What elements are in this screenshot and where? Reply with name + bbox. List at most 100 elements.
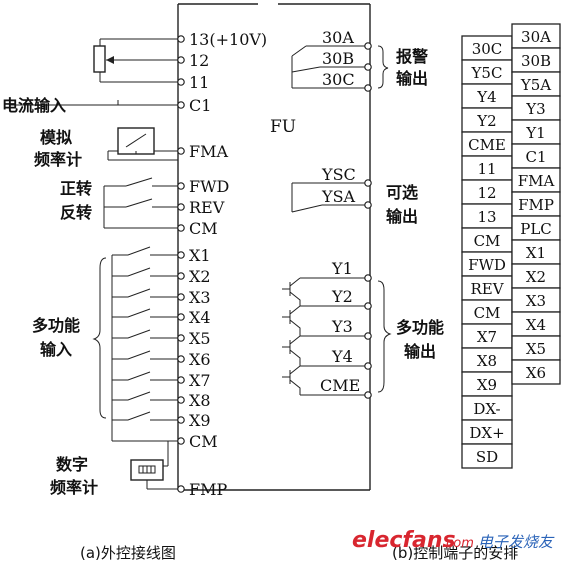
multi-output-brace — [377, 280, 392, 393]
multi-input-switches — [92, 246, 178, 442]
multi-input-brace — [92, 257, 107, 419]
optional-out-label-1: 可选 — [386, 183, 418, 202]
terminal-y1-label: Y1 — [331, 259, 353, 278]
terminal-fma-label: FMA — [189, 142, 228, 161]
table-cell: X1 — [526, 244, 546, 262]
terminal-x3-label: X3 — [189, 288, 211, 307]
left-terminal-block: 13(+10V) 12 11 C1 FMA FWD REV CM X1 X2 X… — [177, 30, 267, 499]
table-cell: Y2 — [476, 112, 496, 130]
terminal-ysc-label: YSC — [321, 165, 356, 184]
terminal-30b-label: 30B — [322, 49, 354, 68]
terminal-x2-label: X2 — [189, 267, 211, 286]
table-cell: Y3 — [525, 100, 545, 118]
terminal-fwd: FWD — [177, 177, 229, 196]
terminal-cm-2: CM — [177, 432, 218, 451]
terminal-x1: X1 — [177, 246, 211, 265]
digital-freq-label-1: 数字 — [56, 455, 88, 474]
potentiometer — [93, 38, 178, 83]
terminal-fwd-label: FWD — [189, 177, 229, 196]
terminal-rev: REV — [177, 198, 225, 217]
table-cell: 12 — [477, 184, 496, 202]
terminal-x9-label: X9 — [189, 411, 211, 430]
terminal-x8: X8 — [177, 391, 211, 410]
terminal-fma: FMA — [177, 142, 228, 161]
alarm-out-label-1: 报警 — [396, 47, 428, 66]
table-cell: CME — [468, 136, 506, 154]
alarm-out-label-2: 输出 — [396, 69, 428, 88]
terminal-table-right-column: 30A 30B Y5A Y3 Y1 C1 FMA FMP PLC X1 X2 X… — [511, 23, 561, 385]
table-cell: 30A — [521, 28, 551, 46]
potentiometer-resistor — [93, 45, 106, 73]
table-cell: X7 — [477, 328, 497, 346]
terminal-11: 11 — [177, 73, 209, 92]
table-cell: CM — [474, 232, 501, 250]
table-cell: 30B — [521, 52, 551, 70]
table-cell: Y4 — [476, 88, 496, 106]
caption-b: (b)控制端子的安排 — [392, 544, 518, 562]
terminal-x4-label: X4 — [189, 308, 211, 327]
terminal-cme-label: CME — [320, 376, 360, 395]
terminal-y4-label: Y4 — [331, 347, 353, 366]
table-cell: X8 — [477, 352, 497, 370]
terminal-30c-label: 30C — [322, 70, 355, 89]
fwd-rev-switches — [103, 177, 178, 229]
table-cell: FWD — [468, 256, 506, 274]
table-cell: X5 — [526, 340, 546, 358]
elecfans-watermark: elecfans .com 电子发烧友 — [352, 528, 555, 553]
fu-label: FU — [270, 117, 296, 137]
terminal-x1-label: X1 — [189, 246, 211, 265]
analog-freq-label-1: 模拟 — [40, 128, 72, 147]
table-cell: X4 — [526, 316, 546, 334]
table-cell: DX+ — [469, 424, 504, 442]
terminal-rev-label: REV — [189, 198, 225, 217]
table-cell: FMA — [518, 172, 555, 190]
table-cell: Y5A — [520, 76, 551, 94]
caption-a: (a)外控接线图 — [80, 544, 176, 562]
terminal-12: 12 — [177, 51, 209, 70]
terminal-x5-label: X5 — [189, 329, 211, 348]
analog-freq-label-2: 频率计 — [34, 150, 82, 169]
table-cell: X3 — [526, 292, 546, 310]
terminal-12-label: 12 — [189, 51, 209, 70]
terminal-fmp-label: FMP — [189, 480, 227, 499]
multi-input-label-1: 多功能 — [32, 316, 80, 335]
terminal-x9: X9 — [177, 411, 211, 430]
table-cell: DX- — [473, 400, 500, 418]
terminal-table-left-column: 30C Y5C Y4 Y2 CME 11 12 13 CM FWD REV CM… — [461, 35, 513, 469]
terminal-c1-label: C1 — [189, 96, 211, 115]
terminal-cm: CM — [177, 219, 218, 238]
terminal-13: 13(+10V) — [177, 30, 267, 49]
current-input-line — [10, 100, 178, 106]
table-cell: 13 — [477, 208, 496, 226]
analog-frequency-meter — [107, 127, 178, 161]
terminal-y2-label: Y2 — [331, 287, 353, 306]
terminal-x7-label: X7 — [189, 371, 211, 390]
terminal-x7: X7 — [177, 371, 211, 390]
terminal-table: 30C Y5C Y4 Y2 CME 11 12 13 CM FWD REV CM… — [461, 23, 561, 469]
terminal-cm-label: CM — [189, 219, 218, 238]
digital-frequency-meter — [130, 441, 178, 490]
optional-out-label-2: 输出 — [386, 207, 418, 226]
terminal-cm-2-label: CM — [189, 432, 218, 451]
table-cell: X9 — [477, 376, 497, 394]
terminal-x8-label: X8 — [189, 391, 211, 410]
table-cell: Y5C — [471, 64, 503, 82]
table-cell: X6 — [526, 364, 546, 382]
forward-label: 正转 — [60, 179, 92, 198]
watermark-site: elecfans — [352, 528, 456, 553]
wiper-arrow — [106, 56, 114, 64]
current-input-label: 电流输入 — [2, 96, 66, 115]
watermark-dotcom: .com — [442, 536, 474, 551]
multi-out-label-1: 多功能 — [396, 318, 444, 337]
reverse-label: 反转 — [60, 203, 92, 222]
terminal-x5: X5 — [177, 329, 211, 348]
digital-freq-label-2: 频率计 — [50, 478, 98, 497]
table-cell: PLC — [520, 220, 552, 238]
terminal-x4: X4 — [177, 308, 211, 327]
multi-input-label-2: 输入 — [40, 340, 72, 359]
table-cell: 30C — [472, 40, 503, 58]
terminal-11-label: 11 — [189, 73, 209, 92]
multi-output-transistors: Y1 Y2 Y3 Y4 CME — [282, 259, 392, 399]
multi-out-label-2: 输出 — [404, 342, 436, 361]
